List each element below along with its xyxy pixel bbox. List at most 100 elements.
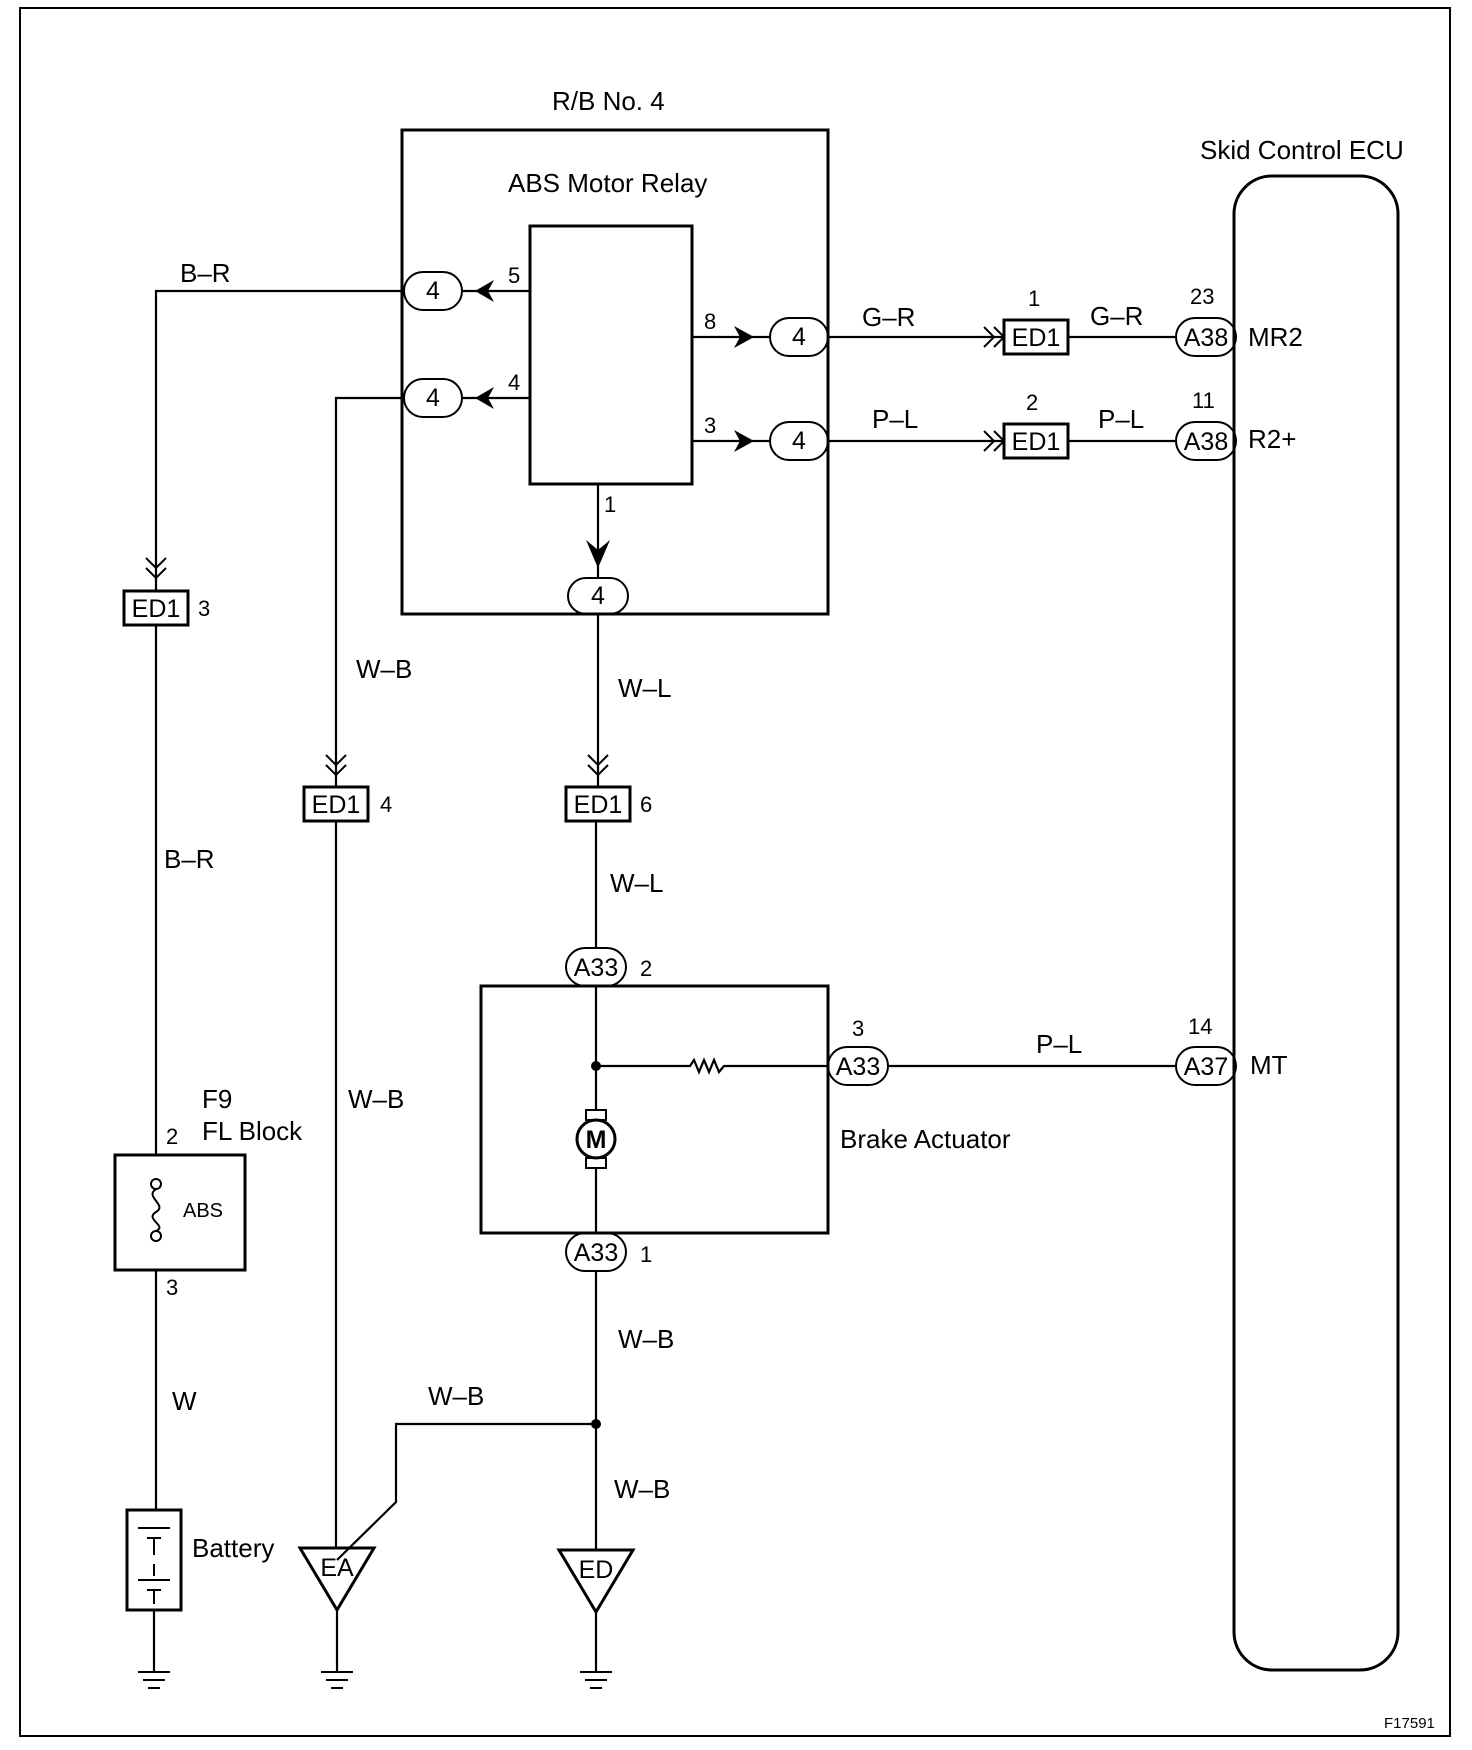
wire-color-br-top: B–R bbox=[180, 258, 231, 288]
relay-connector-4-mid-left: 4 bbox=[403, 378, 463, 418]
a38-connector-mr2: A38 bbox=[1175, 317, 1237, 357]
wire-color-wl-1: W–L bbox=[618, 673, 671, 703]
wire-color-pl-3: P–L bbox=[1036, 1029, 1082, 1059]
pin-relay-out-top: 8 bbox=[704, 309, 716, 334]
a33-connector-bottom: A33 bbox=[565, 1232, 627, 1272]
page-frame bbox=[19, 7, 1451, 1737]
svg-text:A38: A38 bbox=[1184, 324, 1228, 352]
battery-icon bbox=[125, 1508, 183, 1612]
svg-text:4: 4 bbox=[426, 277, 440, 305]
fuse-block-box bbox=[113, 1153, 247, 1272]
relay-block-box bbox=[400, 128, 830, 616]
motor-icon: M bbox=[575, 1109, 617, 1169]
pin-ed1-center: 6 bbox=[640, 792, 652, 817]
svg-text:ED: ED bbox=[579, 1556, 614, 1584]
svg-text:A38: A38 bbox=[1184, 428, 1228, 456]
wire-color-gr-1: G–R bbox=[862, 302, 915, 332]
pin-fuse-top: 2 bbox=[166, 1124, 178, 1149]
pin-a33-top: 2 bbox=[640, 956, 652, 981]
ed1-connector-r2: ED1 bbox=[1002, 422, 1070, 460]
svg-text:A37: A37 bbox=[1184, 1053, 1228, 1081]
fuse-icon bbox=[151, 1188, 161, 1232]
male-terminal-icon bbox=[734, 430, 754, 452]
figure-id: F17591 bbox=[1384, 1715, 1435, 1732]
wire-color-pl-2: P–L bbox=[1098, 404, 1144, 434]
wire-color-gr-2: G–R bbox=[1090, 301, 1143, 331]
male-terminal-icon bbox=[734, 326, 754, 348]
pin-a33-right: 3 bbox=[852, 1016, 864, 1041]
ed1-connector-mr2: ED1 bbox=[1002, 318, 1070, 356]
svg-text:ED1: ED1 bbox=[1012, 428, 1061, 456]
wire-color-wb-3: W–B bbox=[618, 1324, 674, 1354]
wire-color-br-mid: B–R bbox=[164, 844, 215, 874]
pin-relay-in-top: 5 bbox=[508, 263, 520, 288]
pin-relay-out-bottom: 3 bbox=[704, 413, 716, 438]
ecu-terminal-r2: R2+ bbox=[1248, 424, 1296, 454]
relay-connector-4-top-left: 4 bbox=[403, 271, 463, 311]
ecu-body bbox=[1232, 174, 1400, 1672]
svg-text:ED1: ED1 bbox=[1012, 324, 1061, 352]
a38-connector-r2: A38 bbox=[1175, 421, 1237, 461]
brake-actuator-label: Brake Actuator bbox=[840, 1124, 1011, 1154]
pin-a38-r2: 11 bbox=[1192, 388, 1215, 413]
pin-relay-bottom: 1 bbox=[604, 492, 616, 517]
a37-connector-mt: A37 bbox=[1175, 1046, 1237, 1086]
wire-color-wb-1: W–B bbox=[356, 654, 412, 684]
svg-text:A33: A33 bbox=[836, 1053, 880, 1081]
svg-text:EA: EA bbox=[320, 1554, 354, 1582]
wire-color-wl-2: W–L bbox=[610, 868, 663, 898]
relay-connector-4-mid-right: 4 bbox=[769, 421, 829, 461]
ground-icon bbox=[580, 1671, 612, 1689]
wire-color-w: W bbox=[172, 1386, 197, 1416]
fuse-block-id: F9 bbox=[202, 1084, 232, 1114]
fuse-name: ABS bbox=[183, 1200, 223, 1222]
relay-coil-box bbox=[528, 224, 694, 486]
ed1-connector-center: ED1 bbox=[564, 785, 632, 823]
ed1-connector-left: ED1 bbox=[122, 589, 190, 627]
svg-text:4: 4 bbox=[426, 384, 440, 412]
pin-fuse-bottom: 3 bbox=[166, 1275, 178, 1300]
ecu-terminal-mr2: MR2 bbox=[1248, 322, 1303, 352]
pin-ed1-mid: 4 bbox=[380, 792, 392, 817]
pin-relay-in-bottom: 4 bbox=[508, 370, 520, 395]
wire-color-wb-4: W–B bbox=[428, 1381, 484, 1411]
female-terminal-icon bbox=[475, 387, 494, 409]
pin-a33-bottom: 1 bbox=[640, 1242, 652, 1267]
pin-ed1-mr2: 1 bbox=[1028, 286, 1040, 311]
ground-point-ed: ED bbox=[556, 1548, 636, 1615]
pin-ed1-r2: 2 bbox=[1026, 390, 1038, 415]
fuse-block-name: FL Block bbox=[202, 1116, 303, 1146]
ground-point-ea: EA bbox=[297, 1546, 377, 1613]
wire-color-pl-1: P–L bbox=[872, 404, 918, 434]
relay-connector-4-bottom: 4 bbox=[567, 577, 629, 615]
relay-block-title: R/B No. 4 bbox=[552, 86, 665, 116]
a33-connector-top: A33 bbox=[565, 947, 627, 987]
pin-a37-mt: 14 bbox=[1188, 1014, 1212, 1039]
relay-connector-4-top-right: 4 bbox=[769, 317, 829, 357]
svg-text:4: 4 bbox=[792, 323, 806, 351]
male-terminal-down-icon bbox=[586, 540, 610, 568]
female-terminal-icon bbox=[475, 280, 494, 302]
wire-color-wb-5: W–B bbox=[614, 1474, 670, 1504]
svg-text:ED1: ED1 bbox=[132, 595, 181, 623]
svg-text:4: 4 bbox=[591, 582, 605, 610]
svg-text:ED1: ED1 bbox=[312, 791, 361, 819]
svg-text:ED1: ED1 bbox=[574, 791, 623, 819]
battery-label: Battery bbox=[192, 1533, 274, 1563]
svg-text:M: M bbox=[586, 1126, 607, 1154]
ground-icon bbox=[321, 1671, 353, 1689]
brake-actuator-box bbox=[479, 984, 830, 1235]
ed1-connector-mid: ED1 bbox=[302, 785, 370, 823]
a33-connector-right: A33 bbox=[827, 1046, 889, 1086]
wire-color-wb-2: W–B bbox=[348, 1084, 404, 1114]
ground-icon bbox=[138, 1671, 170, 1689]
svg-text:4: 4 bbox=[792, 427, 806, 455]
ecu-terminal-mt: MT bbox=[1250, 1050, 1288, 1080]
relay-name: ABS Motor Relay bbox=[508, 168, 707, 198]
svg-text:A33: A33 bbox=[574, 1239, 618, 1267]
svg-text:A33: A33 bbox=[574, 954, 618, 982]
pin-a38-mr2: 23 bbox=[1190, 284, 1214, 309]
ecu-title: Skid Control ECU bbox=[1200, 135, 1404, 165]
pin-ed1-left: 3 bbox=[198, 596, 210, 621]
